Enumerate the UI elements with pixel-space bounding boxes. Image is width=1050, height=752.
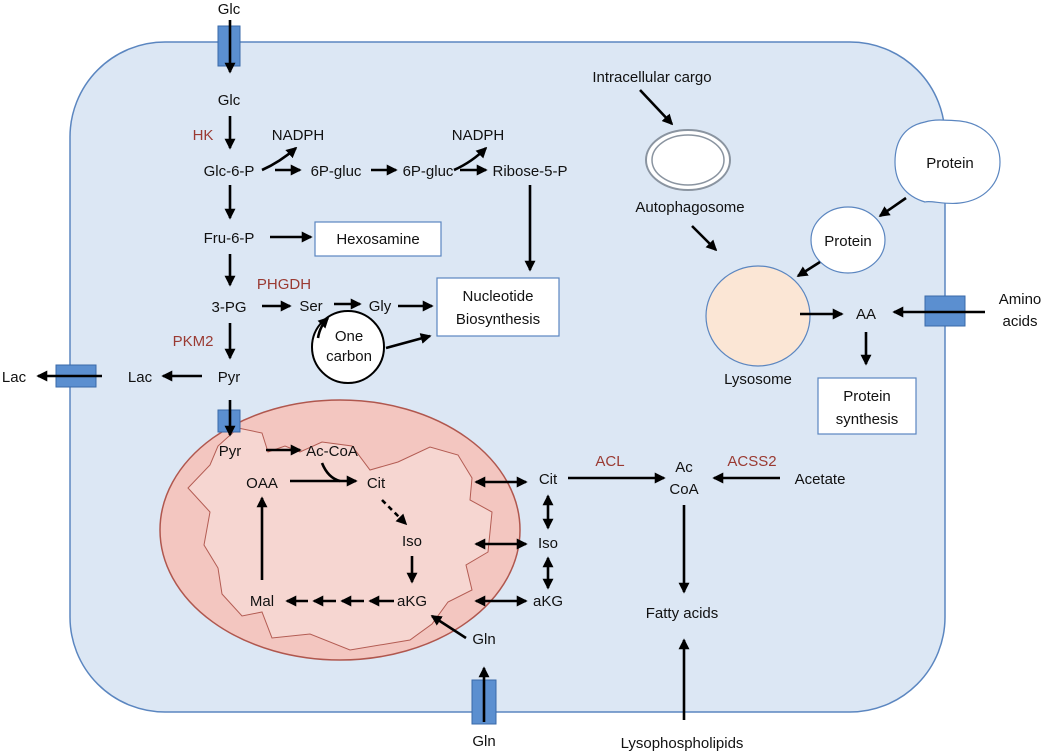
6pgluc-label-2: 6P-gluc: [403, 163, 454, 180]
lac-label: Lac: [128, 369, 153, 386]
hexosamine-box: [314, 221, 442, 257]
pyr-label: Pyr: [218, 369, 241, 386]
arrow-gln-to-akg: [430, 614, 467, 640]
fatty-acids-label: Fatty acids: [646, 605, 719, 622]
nadph-label-2: NADPH: [452, 127, 505, 144]
cit-label: Cit: [539, 471, 558, 488]
arrow-accoa-join: [320, 462, 341, 483]
arrow-vesicle-to-lysosome: [796, 260, 821, 278]
nucleotide-box: [436, 277, 560, 337]
arrow-protein-to-vesicle: [878, 196, 907, 218]
fru6p-label: Fru-6-P: [204, 230, 255, 247]
acl-enzyme-label: ACL: [595, 453, 624, 470]
protein-out-label: Protein: [926, 155, 974, 172]
onecarbon-label-2: carbon: [326, 348, 372, 365]
pyr-mito-label: Pyr: [219, 443, 242, 460]
ser-label: Ser: [299, 298, 322, 315]
arrow-nadph-2: [453, 146, 488, 172]
arrow-onecarbon-to-nucleotide: [385, 333, 432, 350]
pathway-arrows: [36, 20, 985, 722]
lac-out-label: Lac: [2, 369, 27, 386]
hk-enzyme-label: HK: [193, 127, 214, 144]
nucleotide-label-2: Biosynthesis: [456, 311, 540, 328]
iso-label: Iso: [538, 535, 558, 552]
6pgluc-label-1: 6P-gluc: [311, 163, 362, 180]
nucleotide-label-1: Nucleotide: [463, 288, 534, 305]
acetate-label: Acetate: [795, 471, 846, 488]
onecarbon-label-1: One: [335, 328, 363, 345]
akg-mito-label: aKG: [397, 593, 427, 610]
iso-mito-label: Iso: [402, 533, 422, 550]
glc6p-label: Glc-6-P: [204, 163, 255, 180]
glc-top-label: Glc: [218, 1, 241, 18]
pkm2-enzyme-label: PKM2: [173, 333, 214, 350]
cargo-label: Intracellular cargo: [592, 69, 711, 86]
3pg-label: 3-PG: [211, 299, 246, 316]
lysosome: [705, 265, 811, 367]
protein-synthesis-label-2: synthesis: [836, 411, 899, 428]
protein-synthesis-box: [817, 377, 917, 435]
protein-vesicle: [810, 206, 886, 274]
acss2-enzyme-label: ACSS2: [727, 453, 776, 470]
mitochondrion-inner-membrane: [187, 427, 493, 651]
arrow-cit-to-iso: [381, 499, 408, 526]
arrow-cargo-to-autophagosome: [639, 89, 674, 126]
mitochondrion: [159, 399, 521, 661]
protein-in-label: Protein: [824, 233, 872, 250]
hexosamine-label: Hexosamine: [336, 231, 419, 248]
akg-label: aKG: [533, 593, 563, 610]
autophagosome: [645, 129, 731, 191]
gln-label: Gln: [472, 631, 495, 648]
ribose5p-label: Ribose-5-P: [492, 163, 567, 180]
nadph-label-1: NADPH: [272, 127, 325, 144]
arrow-autophagosome-to-lysosome: [691, 225, 718, 252]
aa-label: AA: [856, 306, 876, 323]
accoa-mito-label: Ac-CoA: [306, 443, 358, 460]
amino-acids-label-2: acids: [1002, 313, 1037, 330]
one-carbon-circle: [311, 310, 385, 384]
cit-mito-label: Cit: [367, 475, 386, 492]
glc-label: Glc: [218, 92, 241, 109]
gly-label: Gly: [369, 298, 392, 315]
mal-label: Mal: [250, 593, 274, 610]
phgdh-enzyme-label: PHGDH: [257, 276, 311, 293]
accoa-label-1: Ac: [675, 459, 693, 476]
protein-synthesis-label-1: Protein: [843, 388, 891, 405]
lysosome-label: Lysosome: [724, 371, 792, 388]
arrow-nadph-1: [261, 146, 298, 172]
accoa-label-2: CoA: [669, 481, 698, 498]
protein-vesicle-membrane: [894, 119, 1001, 205]
one-carbon-cycle-arrow: [316, 316, 330, 339]
lysophospholipids-label: Lysophospholipids: [621, 735, 744, 752]
autophagosome-label: Autophagosome: [635, 199, 744, 216]
amino-acids-label-1: Amino: [999, 291, 1042, 308]
oaa-label: OAA: [246, 475, 278, 492]
gln-bottom-label: Gln: [472, 733, 495, 750]
